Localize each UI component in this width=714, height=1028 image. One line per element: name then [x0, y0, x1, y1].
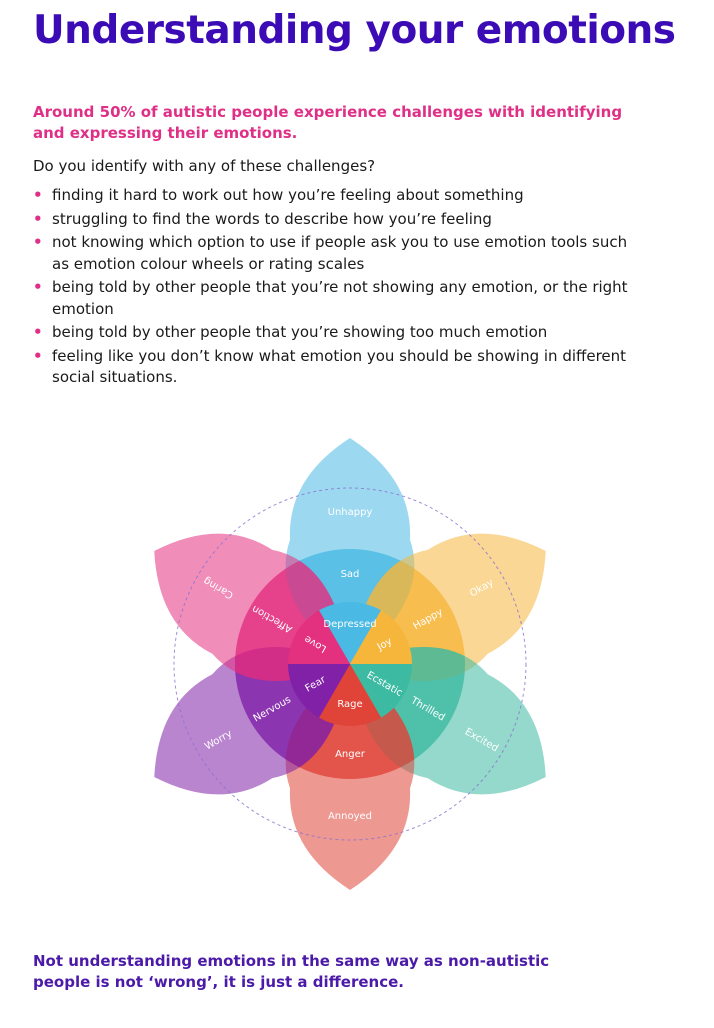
emotion-label-rage: Rage	[337, 699, 362, 710]
list-item: • not knowing which option to use if peop…	[33, 232, 633, 275]
bullet-icon: •	[33, 346, 43, 365]
list-item-text: feeling like you don’t know what emotion…	[52, 346, 627, 387]
emotion-label-anger: Anger	[335, 749, 366, 760]
bullet-icon: •	[33, 233, 43, 251]
list-item: • being told by other people that you’re …	[33, 322, 633, 344]
emotion-label-annoyed: Annoyed	[328, 811, 372, 822]
page-title: Understanding your emotions	[33, 8, 676, 53]
list-item-text: being told by other people that you’re s…	[52, 323, 548, 341]
footer-statement: Not understanding emotions in the same w…	[33, 952, 550, 991]
list-item-text: struggling to find the words to describe…	[52, 209, 492, 228]
bullet-icon: •	[33, 209, 43, 228]
list-item: • feeling like you don’t know what emotio…	[33, 346, 633, 389]
bullet-icon: •	[33, 278, 43, 296]
emotion-wheel: DepressedSadUnhappyJoyHappyOkayEcstaticT…	[154, 438, 546, 890]
emotion-label-depressed: Depressed	[323, 619, 376, 630]
list-item-text: being told by other people that you’re n…	[52, 278, 628, 318]
bullet-icon: •	[33, 186, 43, 204]
list-item: • struggling to find the words to describ…	[33, 209, 633, 231]
challenges-list: • finding it hard to work out how you’re …	[33, 185, 633, 391]
question-text: Do you identify with any of these challe…	[33, 157, 376, 175]
dashed-guide-circle	[173, 487, 527, 841]
emotion-label-unhappy: Unhappy	[328, 507, 373, 518]
lead-paragraph: Around 50% of autistic people experience…	[33, 103, 623, 142]
list-item-text: finding it hard to work out how you’re f…	[52, 186, 524, 204]
list-item: • finding it hard to work out how you’re …	[33, 185, 633, 207]
list-item: • being told by other people that you’re …	[33, 277, 633, 320]
bullet-icon: •	[33, 323, 43, 341]
list-item-text: not knowing which option to use if peopl…	[52, 233, 628, 273]
emotion-label-sad: Sad	[341, 569, 360, 580]
